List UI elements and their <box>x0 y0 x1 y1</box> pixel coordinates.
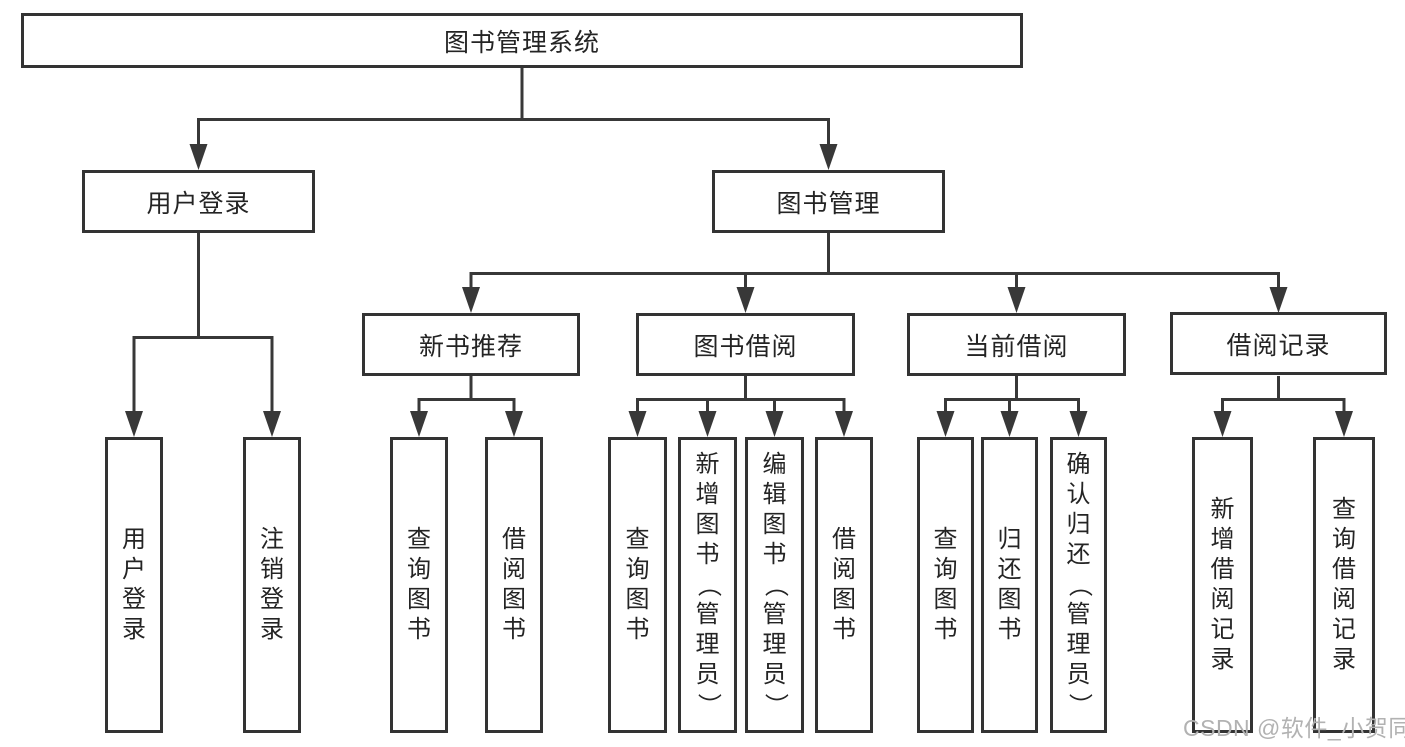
leaf-confirm-return-admin: 确认归还（管理员） <box>1050 437 1107 733</box>
node-label: 图书借阅 <box>693 332 798 361</box>
node-label: 查询图书 <box>407 526 431 643</box>
leaf-return-books: 归还图书 <box>981 437 1038 733</box>
leaf-add-borrow-record: 新增借阅记录 <box>1192 437 1253 733</box>
node-current-borrowing: 当前借阅 <box>907 313 1126 376</box>
leaf-query-books-current: 查询图书 <box>917 437 974 733</box>
leaf-add-book-admin: 新增图书（管理员） <box>678 437 737 733</box>
node-label: 确认归还（管理员） <box>1065 451 1093 717</box>
node-label: 用户登录 <box>146 189 251 218</box>
leaf-user-login: 用户登录 <box>105 437 163 733</box>
node-label: 图书管理 <box>776 189 881 218</box>
leaf-borrow-books: 借阅图书 <box>815 437 873 733</box>
node-label: 查询借阅记录 <box>1332 496 1356 673</box>
node-library-management-system: 图书管理系统 <box>21 13 1023 68</box>
node-borrowing-records: 借阅记录 <box>1170 312 1387 375</box>
node-label: 借阅记录 <box>1226 331 1331 360</box>
leaf-logout: 注销登录 <box>243 437 301 733</box>
leaf-borrow-books-recommend: 借阅图书 <box>485 437 543 733</box>
node-book-borrowing: 图书借阅 <box>636 313 855 376</box>
node-label: 注销登录 <box>260 526 284 643</box>
node-label: 归还图书 <box>997 526 1022 643</box>
csdn-watermark: CSDN @软件_小贺同学 <box>1183 715 1405 741</box>
node-label: 图书管理系统 <box>443 28 600 57</box>
leaf-query-books-borrowing: 查询图书 <box>608 437 667 733</box>
node-label: 新增图书（管理员） <box>694 451 722 717</box>
leaf-edit-book-admin: 编辑图书（管理员） <box>745 437 804 733</box>
node-label: 当前借阅 <box>964 332 1069 361</box>
node-label: 编辑图书（管理员） <box>761 451 789 717</box>
leaf-query-borrow-record: 查询借阅记录 <box>1313 437 1375 733</box>
node-label: 查询图书 <box>933 526 958 643</box>
node-book-management: 图书管理 <box>712 170 945 233</box>
node-label: 用户登录 <box>122 526 146 643</box>
node-new-book-recommendation: 新书推荐 <box>362 313 580 376</box>
node-label: 借阅图书 <box>832 526 856 643</box>
node-label: 借阅图书 <box>502 526 526 643</box>
leaf-query-books-recommend: 查询图书 <box>390 437 448 733</box>
node-label: 新书推荐 <box>418 332 523 361</box>
node-user-login: 用户登录 <box>82 170 315 233</box>
node-label: 新增借阅记录 <box>1210 496 1235 673</box>
node-label: 查询图书 <box>625 526 650 643</box>
